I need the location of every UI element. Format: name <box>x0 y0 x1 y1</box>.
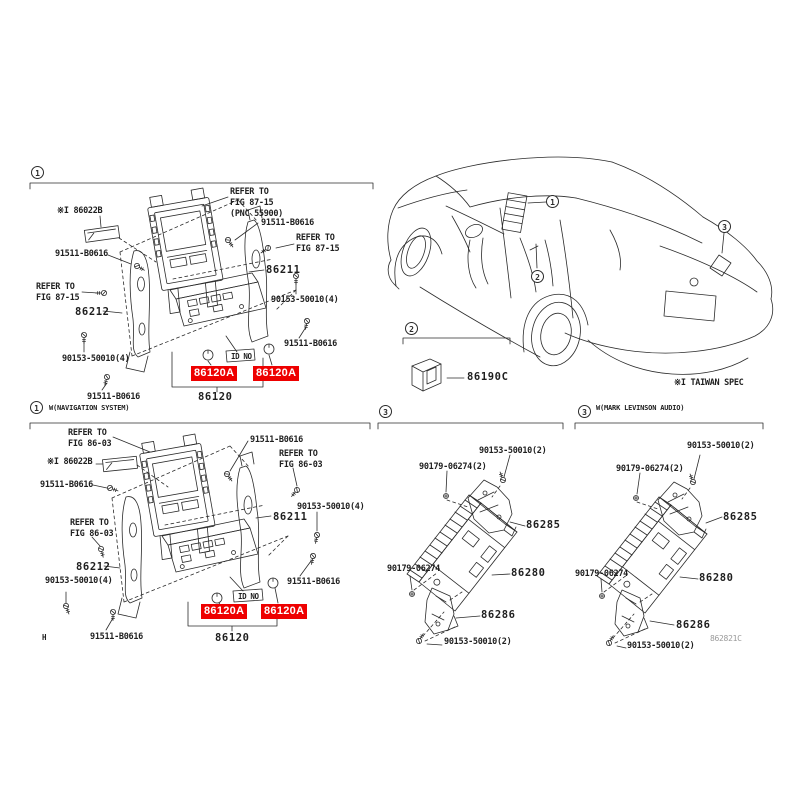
fastener-label: 91511-B0616 <box>40 480 93 490</box>
leader-lines <box>81 196 307 393</box>
fastener-label: 90153-50010(2) <box>444 637 512 647</box>
fastener-label: 90153-50010(2) <box>479 446 547 456</box>
refer-note: REFER TO FIG 86-03 <box>70 518 114 540</box>
fastener-label: 91511-B0616 <box>90 632 143 642</box>
highlight-label-86120a[interactable]: 86120A <box>191 366 238 382</box>
refer-note: REFER TO FIG 86-03 <box>279 449 323 471</box>
switch-86190c-drawing <box>411 358 442 392</box>
fastener-label: 91511-B0616 <box>261 218 314 228</box>
highlight-label-86120a[interactable]: 86120A <box>253 366 300 382</box>
fastener-label: 91511-B0616 <box>250 435 303 445</box>
refer-note: REFER TO FIG 87-15 <box>296 233 340 255</box>
fastener-label: 91511-B0616 <box>284 339 337 349</box>
section1-drawing <box>81 186 311 393</box>
fastener-label: 90153-50010(4) <box>271 295 339 305</box>
part-label-86286: 86286 <box>481 609 516 621</box>
part-label-86120: 86120 <box>198 391 233 403</box>
part-label-86022b: ※I 86022B <box>57 206 103 216</box>
antenna-location-diamond <box>709 254 732 277</box>
fastener-label: 90179-06274(2) <box>419 462 487 472</box>
car-overview-drawing <box>387 156 774 392</box>
id-plate-outline <box>232 588 264 603</box>
part-label-86212: 86212 <box>76 561 111 573</box>
h-note: H <box>42 633 47 642</box>
leader-lines <box>409 454 526 646</box>
refer-note: REFER TO FIG 86-03 <box>68 428 112 450</box>
section3b-marker: 3 <box>578 405 591 418</box>
fastener-label: 90179-06274(2) <box>616 464 684 474</box>
part-label-86120: 86120 <box>215 632 250 644</box>
part-label-86211: 86211 <box>273 511 308 523</box>
dash-headunit <box>501 192 528 233</box>
section3a-marker: 3 <box>379 405 392 418</box>
id-plate-outline <box>225 348 256 363</box>
part-label-86022b: ※I 86022B <box>47 457 93 467</box>
fastener-label: 90153-50010(2) <box>627 641 695 651</box>
section1-marker: 1 <box>31 166 44 179</box>
section3b-title: W(MARK LEVINSON AUDIO) <box>596 404 685 412</box>
section2-marker: 1 <box>30 401 43 414</box>
id-no-label: ID NO <box>231 352 252 361</box>
part-86022b-plate <box>83 225 121 243</box>
highlight-label-86120a[interactable]: 86120A <box>201 604 248 620</box>
figure-code: 862821C <box>710 634 742 643</box>
part-86022b-plate <box>102 455 138 473</box>
fastener-label: 90153-50010(4) <box>62 354 130 364</box>
fastener-label: 91511-B0616 <box>87 392 140 402</box>
part-label-86286: 86286 <box>676 619 711 631</box>
fastener-label: 90179-06274 <box>575 569 628 579</box>
car-console-marker: 2 <box>531 270 544 283</box>
id-no-label: ID NO <box>238 592 259 601</box>
fastener-label: 90153-50010(4) <box>45 576 113 586</box>
fastener-label: 90179-06274 <box>387 564 440 574</box>
section-divider-lines <box>29 182 764 430</box>
part-label-86280: 86280 <box>511 567 546 579</box>
part-label-86212: 86212 <box>75 306 110 318</box>
refer-note: REFER TO FIG 87-15 <box>36 282 80 304</box>
fastener-label: 90153-50010(4) <box>297 502 365 512</box>
section3a-drawing <box>407 454 526 646</box>
part-label-86280: 86280 <box>699 572 734 584</box>
section2-title: W(NAVIGATION SYSTEM) <box>49 404 130 412</box>
fastener-label: 91511-B0616 <box>287 577 340 587</box>
marker-leader-lines <box>402 201 725 379</box>
fastener-label: 90153-50010(2) <box>687 441 755 451</box>
steering-wheel <box>465 223 483 239</box>
highlight-label-86120a[interactable]: 86120A <box>261 604 308 620</box>
leader-lines <box>600 454 723 649</box>
taiwan-spec-note: ※I TAIWAN SPEC <box>674 378 744 388</box>
part-label-86285: 86285 <box>526 519 561 531</box>
fastener-label: 91511-B0616 <box>55 249 108 259</box>
switch-section-marker: 2 <box>405 322 418 335</box>
refer-note: REFER TO FIG 87-15 (PNC 55900) <box>230 187 283 220</box>
car-dash-marker: 1 <box>546 195 559 208</box>
part-label-86285: 86285 <box>723 511 758 523</box>
car-rear-marker: 3 <box>718 220 731 233</box>
part-label-86190c: 86190C <box>467 371 509 383</box>
part-label-86211: 86211 <box>266 264 301 276</box>
section3b-drawing <box>597 454 723 649</box>
